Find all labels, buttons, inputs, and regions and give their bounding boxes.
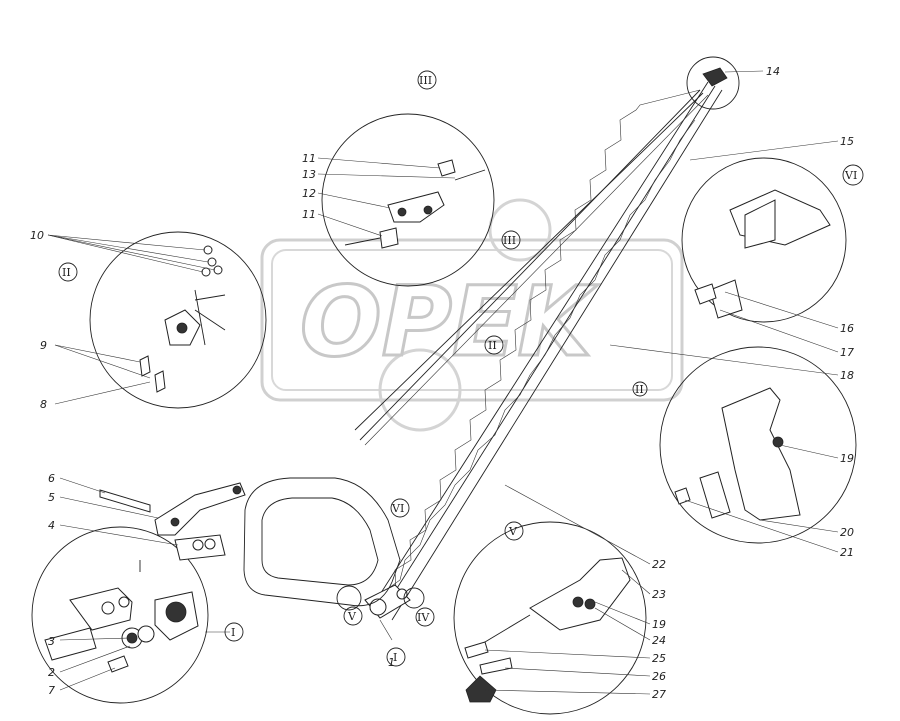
boom-callouts: [336, 585, 425, 611]
part-label: 23: [652, 588, 666, 601]
part-label: 18: [840, 369, 854, 382]
roman-label: II: [635, 383, 644, 396]
part-label: 9: [40, 339, 47, 352]
roman-label: II: [62, 266, 71, 279]
roman-label: V: [508, 525, 518, 538]
part-label: 1: [388, 656, 395, 669]
part-label: 22: [652, 558, 666, 571]
detail-parts-4-6: [99, 482, 246, 561]
roman-label: I: [393, 651, 397, 664]
part-label: 25: [652, 652, 666, 665]
part-label: 12: [302, 187, 316, 200]
part-label: 2: [48, 666, 55, 679]
part-label: 19: [840, 452, 854, 465]
roman-label: III: [503, 234, 516, 247]
roman-callouts: I I II II III III IV V V VI VI II: [58, 70, 864, 667]
crane-boom: [354, 56, 740, 621]
watermark-text: OPEK: [300, 266, 599, 378]
part-label: 11: [302, 152, 316, 165]
part-label: 21: [840, 546, 854, 559]
part-label: 4: [48, 519, 55, 532]
detail-II-right: [659, 346, 857, 544]
detail-VI: [681, 157, 847, 323]
part-label: 17: [840, 346, 854, 359]
part-label: 7: [48, 684, 55, 697]
part-label: 5: [48, 491, 55, 504]
roman-label: I: [231, 626, 235, 639]
part-label: 3: [48, 635, 55, 648]
leader-lines: [47, 70, 839, 695]
part-label: 24: [652, 634, 666, 647]
watermark: OPEK: [260, 198, 684, 432]
detail-I: [31, 526, 209, 704]
part-label: 13: [302, 168, 316, 181]
part-label: 11: [302, 208, 316, 221]
part-label: 19: [652, 618, 666, 631]
part-label: 16: [840, 322, 854, 335]
roman-label: IV: [417, 611, 430, 624]
part-label: 27: [652, 688, 666, 701]
part-labels: 1 2 3 4 5 6 7 8 9 10 11 11 12 13 14 15 1…: [30, 65, 854, 701]
roman-label: VI: [844, 169, 857, 182]
part-label: 15: [840, 135, 854, 148]
part-label: 20: [840, 526, 854, 539]
cabin-housing: [243, 477, 401, 607]
part-label: 26: [652, 670, 666, 683]
part-label: 14: [766, 65, 780, 78]
roman-label: II: [488, 339, 497, 352]
detail-II-top: [321, 113, 495, 287]
detail-II: [89, 231, 267, 409]
part-label: 10: [30, 229, 44, 242]
part-label: 8: [40, 398, 47, 411]
detail-V: [453, 521, 647, 715]
roman-label: III: [419, 74, 432, 87]
roman-label: V: [347, 610, 357, 623]
part-label: 6: [48, 472, 55, 485]
roman-label: VI: [391, 502, 404, 515]
